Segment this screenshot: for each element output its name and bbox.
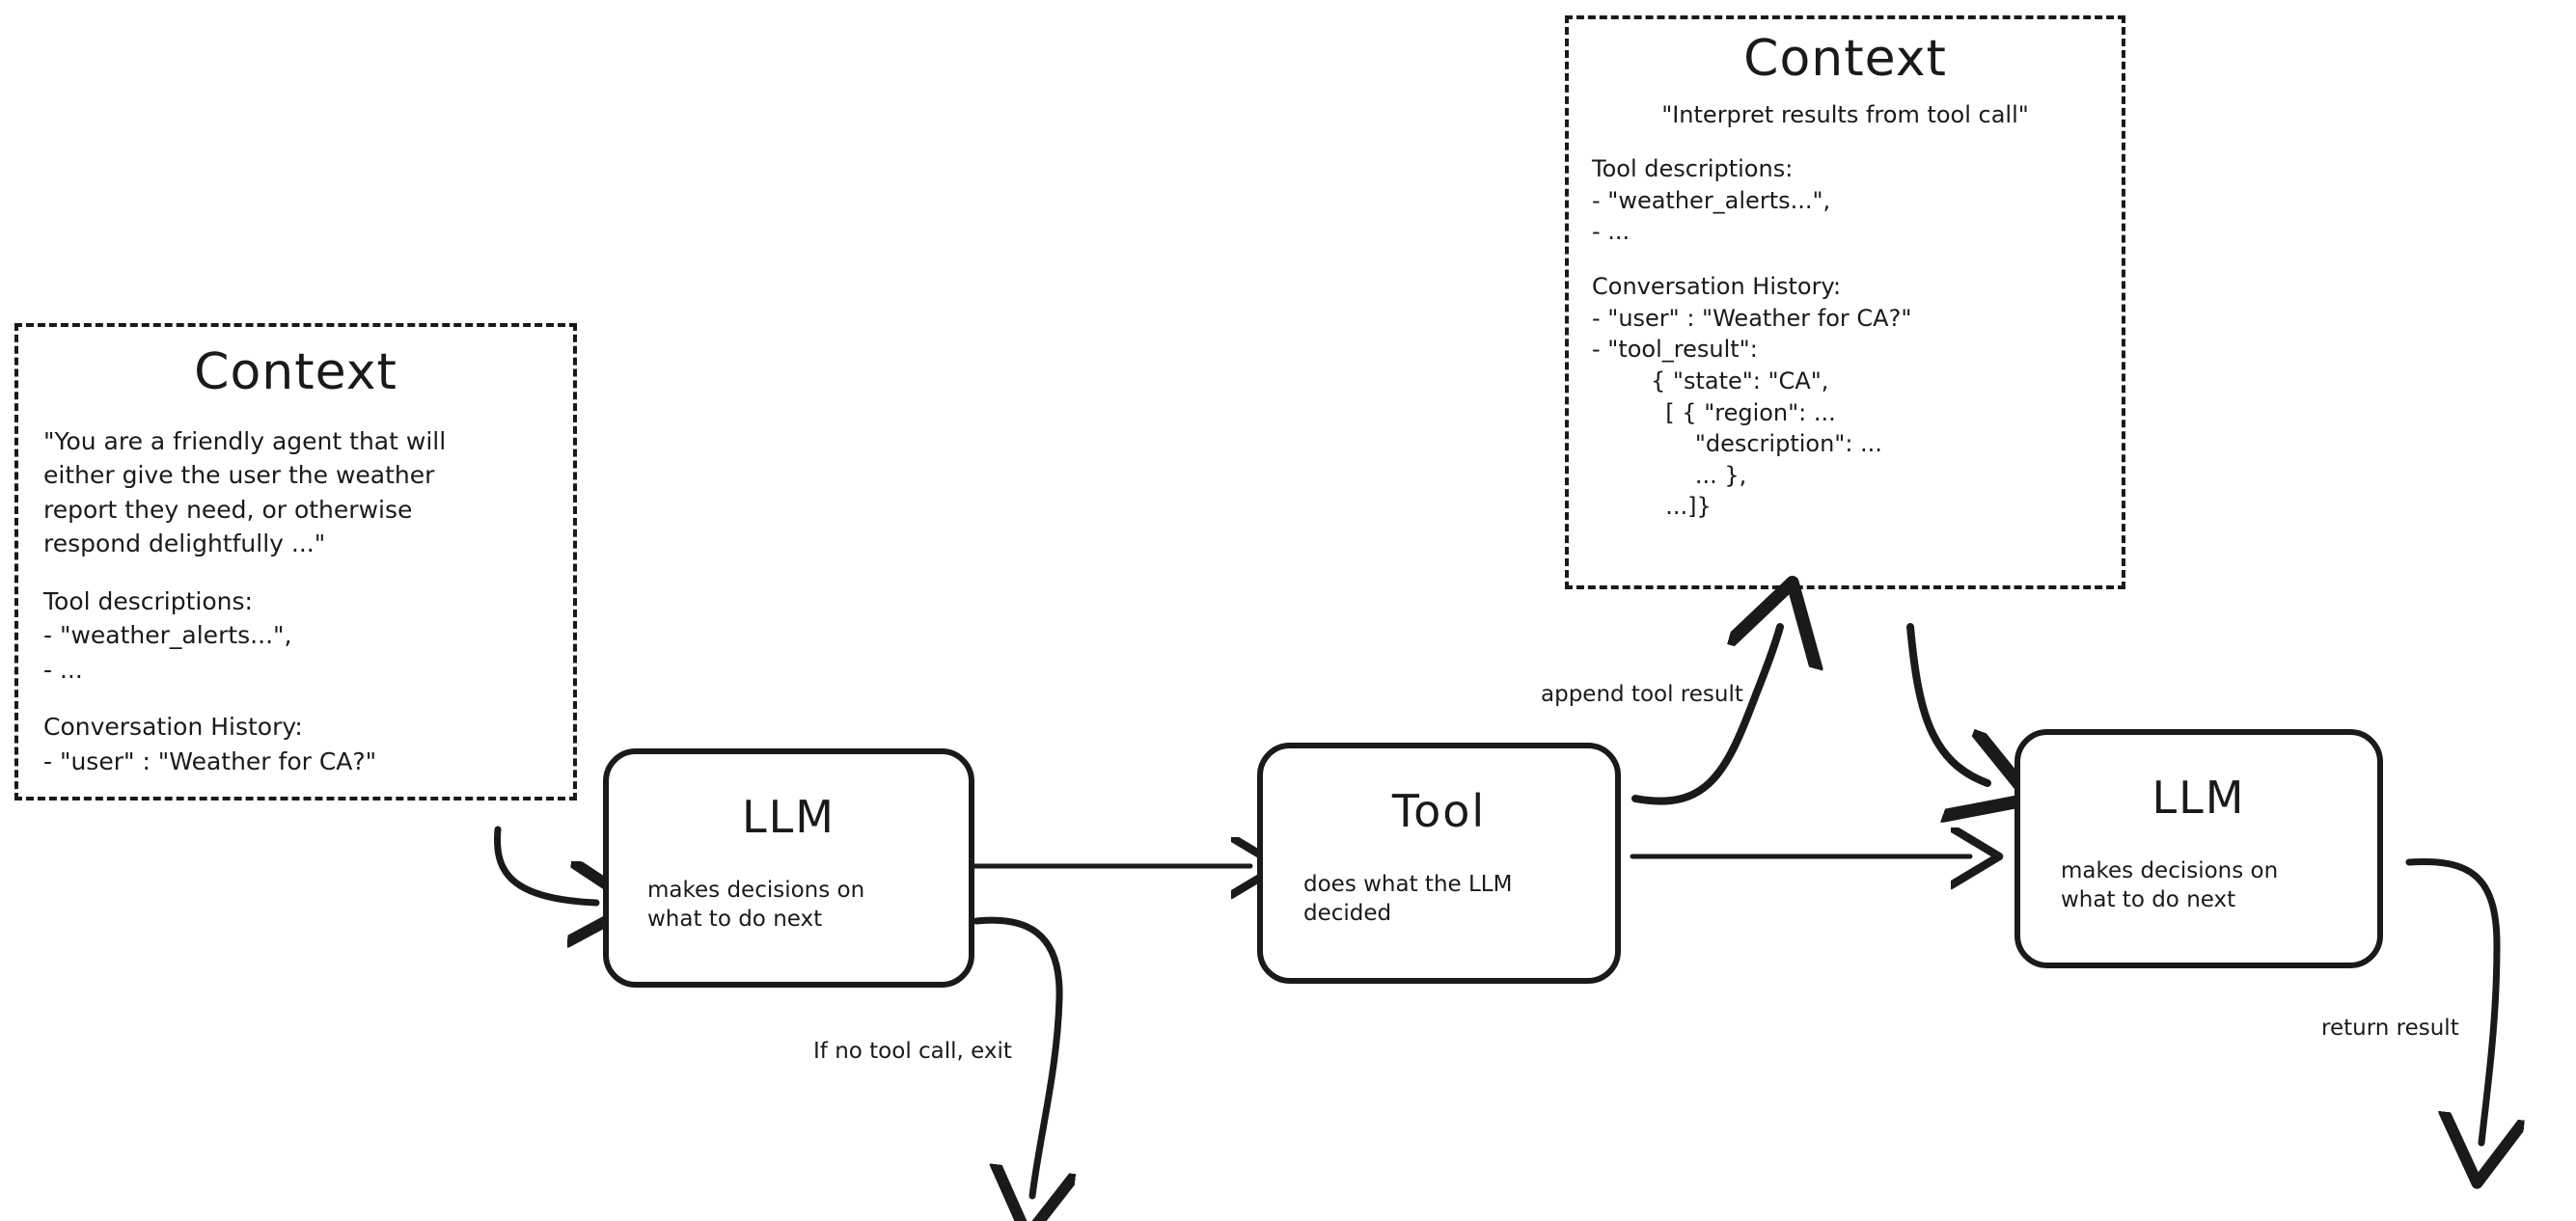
edge-context-to-llm-right bbox=[1906, 623, 1987, 783]
context-left-title: Context bbox=[194, 343, 397, 401]
node-llm-left-title: LLM bbox=[742, 791, 836, 843]
node-llm-left-subtitle: makes decisions on what to do next bbox=[647, 878, 865, 933]
context-right-title: Context bbox=[1743, 30, 1947, 88]
context-right-system-prompt: "Interpret results from tool call" bbox=[1661, 100, 2029, 128]
node-llm-right-title: LLM bbox=[2151, 772, 2246, 824]
node-llm-left[interactable]: LLM makes decisions on what to do next bbox=[603, 748, 974, 988]
context-right-tool-result: - "tool_result": { "state": "CA", [ { "r… bbox=[1592, 336, 1882, 521]
context-right-conversation-history: Conversation History: - "user" : "Weathe… bbox=[1592, 273, 1912, 332]
node-tool[interactable]: Tool does what the LLM decided bbox=[1257, 743, 1621, 984]
edge-label-return-result: return result bbox=[2321, 1016, 2459, 1041]
spacer bbox=[43, 561, 548, 584]
context-box-right: Context "Interpret results from tool cal… bbox=[1565, 15, 2125, 589]
node-llm-right[interactable]: LLM makes decisions on what to do next bbox=[2014, 729, 2383, 968]
edge-append-tool-result bbox=[1631, 627, 1780, 805]
context-box-left: Context "You are a friendly agent that w… bbox=[14, 323, 577, 800]
edge-label-exit: If no tool call, exit bbox=[813, 1039, 1012, 1064]
context-left-conversation-history: Conversation History: - "user" : "Weathe… bbox=[43, 713, 377, 775]
node-tool-subtitle: does what the LLM decided bbox=[1303, 872, 1513, 927]
spacer bbox=[43, 687, 548, 710]
edge-return-result bbox=[2405, 857, 2497, 1143]
edge-label-append-tool-result: append tool result bbox=[1541, 682, 1743, 707]
node-tool-title: Tool bbox=[1391, 785, 1487, 837]
edge-context-to-llm bbox=[493, 826, 596, 903]
spacer bbox=[1592, 248, 2098, 271]
context-left-system-prompt: "You are a friendly agent that will eith… bbox=[43, 426, 447, 558]
node-llm-right-subtitle: makes decisions on what to do next bbox=[2061, 858, 2279, 913]
context-right-tool-descriptions: Tool descriptions: - "weather_alerts..."… bbox=[1592, 155, 1831, 246]
context-left-tool-descriptions: Tool descriptions: - "weather_alerts..."… bbox=[43, 586, 292, 684]
